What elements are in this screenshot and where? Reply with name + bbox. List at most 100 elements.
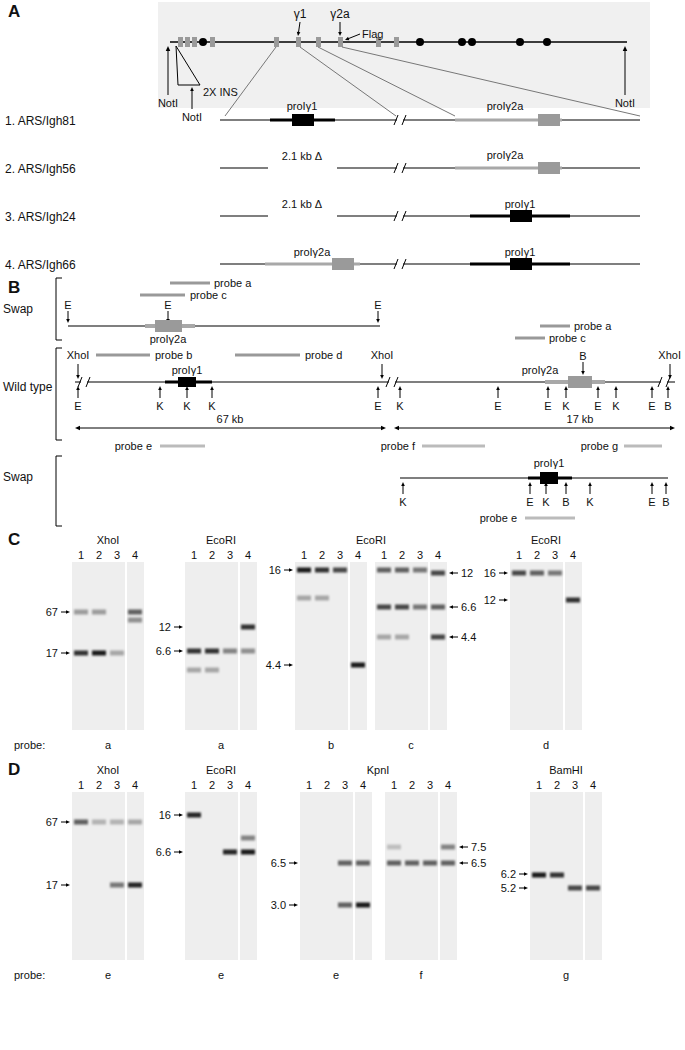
enzyme-label: XhoI: [97, 764, 120, 776]
blot-band: [351, 663, 365, 668]
site-arrow: [566, 485, 567, 494]
insert-label: 2X INS: [203, 86, 238, 98]
blot-band: [532, 873, 546, 878]
restriction-site: K: [396, 400, 403, 412]
blot-band: [586, 886, 600, 891]
promoter-label: proIγ1: [505, 246, 536, 258]
marker-arrow: [499, 600, 505, 601]
site-arrow: [498, 389, 499, 398]
probe-label: a: [105, 739, 111, 751]
marker-arrow: [61, 612, 67, 613]
lane-number: 3: [114, 779, 120, 791]
blot-band: [338, 903, 352, 908]
restriction-site: E: [594, 400, 601, 412]
blot-band: [297, 568, 311, 573]
element-dot: [199, 38, 207, 46]
restriction-site: B: [664, 400, 671, 412]
blot-band: [356, 903, 370, 908]
size-marker: 6.6: [461, 601, 476, 613]
restriction-site: K: [156, 400, 163, 412]
lane-number: 2: [96, 779, 102, 791]
size-marker: 5.2: [501, 882, 516, 894]
restriction-site: E: [544, 400, 551, 412]
site-arrow: [670, 364, 671, 376]
restriction-site: K: [586, 496, 593, 508]
lane-number: 2: [96, 549, 102, 561]
break-mark: [658, 377, 662, 387]
probe-label: e: [218, 969, 224, 981]
blot-band: [187, 668, 201, 673]
blot-band: [550, 873, 564, 878]
probe-label: probe f: [381, 440, 415, 452]
lane-number: 3: [342, 779, 348, 791]
size-marker: 17: [46, 879, 58, 891]
dimension-label: 67 kb: [217, 413, 244, 425]
site-arrow: [668, 389, 669, 398]
bracket: [56, 348, 62, 349]
marker-arrow: [452, 607, 458, 608]
panel-letter: C: [8, 531, 20, 550]
probe-line: [515, 337, 545, 340]
restriction-site: NotI: [158, 97, 178, 109]
blot-band: [395, 635, 409, 640]
blot-band: [387, 861, 401, 866]
site-arrow: [590, 485, 591, 494]
gene-pointer: [298, 22, 300, 33]
probe-label: g: [563, 969, 569, 981]
restriction-site: E: [374, 299, 381, 311]
construct-line: [337, 167, 640, 168]
site-arrow: [566, 389, 567, 398]
break-mark: [78, 377, 82, 387]
break-mark: [666, 377, 670, 387]
marker-arrow: [462, 863, 468, 864]
size-marker: 67: [46, 606, 58, 618]
probe-line: [170, 282, 210, 285]
blot-band: [205, 668, 219, 673]
site-arrow: [378, 311, 379, 320]
size-marker: 16: [269, 564, 281, 576]
blot-band: [333, 568, 347, 573]
blot-band: [395, 568, 409, 573]
construct-line: [337, 215, 640, 216]
break-mark: [394, 211, 398, 221]
site-arrow: [187, 389, 188, 398]
lane-number: 4: [590, 779, 596, 791]
break-gap: [661, 379, 667, 385]
promoter-box: [538, 162, 560, 174]
blot-band: [223, 649, 237, 654]
lane-splice: [125, 792, 127, 960]
bracket: [56, 348, 57, 440]
deletion-label: 2.1 kb Δ: [282, 198, 322, 210]
lane-splice: [238, 562, 240, 730]
probe-label: c: [408, 739, 414, 751]
blot-band: [377, 568, 391, 573]
restriction-site: E: [494, 400, 501, 412]
blot-band: [187, 813, 201, 818]
restriction-site: XhoI: [658, 349, 681, 361]
bracket: [56, 340, 62, 341]
blot-band: [205, 649, 219, 654]
lane-number: 2: [409, 779, 415, 791]
marker-arrow: [284, 570, 290, 571]
restriction-site: NotI: [182, 111, 202, 123]
probe-line: [422, 445, 485, 448]
lane-number: 4: [360, 779, 366, 791]
exon-block: [178, 37, 183, 47]
exon-block: [192, 37, 197, 47]
lane-number: 4: [132, 779, 138, 791]
lane-number: 4: [435, 549, 441, 561]
marker-arrow: [452, 573, 458, 574]
blot-band: [241, 649, 255, 654]
marker-arrow: [174, 651, 180, 652]
site-arrow: [583, 362, 584, 372]
probe-label: probe e: [480, 512, 517, 524]
blot-band: [431, 635, 445, 640]
promoter-label: proIγ2a: [294, 246, 331, 258]
restriction-site: XhoI: [67, 349, 90, 361]
blot-band: [128, 610, 142, 615]
lane-number: 3: [572, 779, 578, 791]
probe-label: probe e: [115, 440, 152, 452]
marker-arrow: [61, 653, 67, 654]
lane-number: 4: [355, 549, 361, 561]
site-arrow: [652, 389, 653, 398]
